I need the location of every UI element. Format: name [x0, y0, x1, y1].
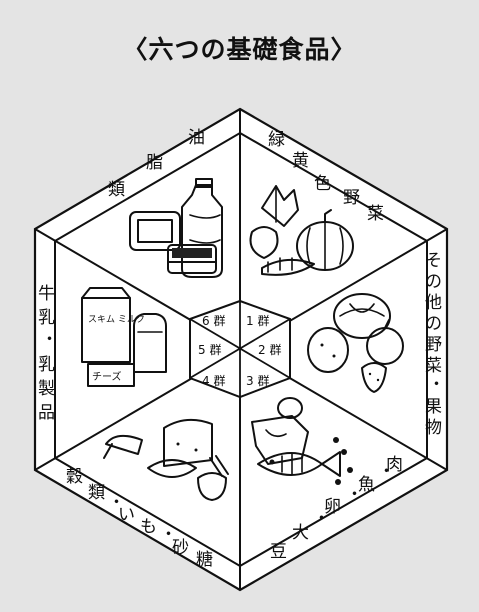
- label-fats-char: 油: [188, 128, 205, 148]
- label-protein: 豆 大 ・ 卵 ・ 魚 ・ 肉: [270, 455, 403, 562]
- group-5-label: 5 群: [198, 343, 221, 357]
- label-grains-char: 糖: [196, 550, 213, 570]
- egg-illustration: [277, 397, 303, 419]
- label-ovf-char: の: [425, 272, 442, 292]
- label-grains-char: ・: [108, 493, 125, 513]
- group-6-label: 6 群: [202, 314, 225, 328]
- label-fats-char: 類: [108, 180, 125, 200]
- fish-illustration: [257, 451, 341, 477]
- label-ovf-char: 物: [425, 418, 442, 438]
- label-dairy-char: ・: [41, 330, 58, 350]
- label-dairy-char: 乳: [38, 355, 55, 375]
- bread-slice-illustration: [163, 418, 213, 467]
- tin-can-illustration: [167, 244, 217, 274]
- label-protein-char: 豆: [270, 542, 287, 562]
- label-dairy-char: 乳: [38, 308, 55, 328]
- carrot-illustration: [261, 257, 315, 276]
- label-grains-char: ・: [160, 525, 177, 545]
- label-fats-char: 脂: [146, 153, 163, 173]
- label-protein-char: 肉: [386, 455, 403, 475]
- label-ovf-char: 野: [425, 335, 442, 355]
- group-1-label: 1 群: [246, 314, 269, 328]
- label-grains-char: 砂: [172, 538, 189, 558]
- label-ovf-char: の: [425, 314, 442, 334]
- label-protein-char: ・: [313, 509, 330, 529]
- label-gyv-char: 黄: [292, 151, 309, 171]
- cheese-label: チーズ: [92, 370, 122, 383]
- strawberry-illustration: [361, 362, 387, 393]
- label-protein-char: ・: [346, 485, 363, 505]
- label-other-vegetables-fruit: そ の 他 の 野 菜 ・ 果 物: [425, 251, 445, 438]
- label-dairy: 牛 乳 ・ 乳 製 品: [38, 284, 58, 423]
- label-ovf-char: 他: [425, 293, 442, 313]
- label-gyv-char: 色: [314, 174, 331, 194]
- label-grains-char: い: [118, 505, 135, 525]
- spinach-illustration: [261, 185, 299, 227]
- apple-illustration: [366, 319, 404, 365]
- label-gyv-char: 緑: [268, 130, 285, 150]
- pumpkin-illustration: [296, 209, 354, 271]
- label-ovf-char: そ: [425, 251, 442, 271]
- group-2-label: 2 群: [258, 343, 281, 357]
- cheese-illustration: チーズ: [87, 363, 135, 387]
- milk-bottle-illustration: [133, 313, 167, 373]
- label-dairy-char: 牛: [38, 284, 55, 304]
- label-ovf-char: 果: [425, 397, 442, 417]
- label-grains: 穀 類 ・ い も ・ 砂 糖: [66, 467, 213, 570]
- label-protein-char: 大: [292, 523, 309, 543]
- skim-milk-pack-illustration: スキム ミルク: [81, 287, 145, 363]
- noodle-illustration: [103, 434, 143, 459]
- center-dividers: [189, 301, 291, 397]
- label-gyv-char: 野: [343, 188, 360, 208]
- label-dairy-char: 品: [38, 403, 55, 423]
- label-protein-char: 卵: [324, 497, 341, 517]
- label-protein-char: 魚: [358, 475, 375, 495]
- bean-dots-illustration: [333, 437, 353, 485]
- label-green-yellow-vegetables: 緑 黄 色 野 菜: [268, 130, 384, 224]
- label-fats: 油 脂 類: [108, 128, 205, 200]
- label-grains-char: も: [140, 517, 157, 537]
- group-4-label: 4 群: [202, 374, 225, 388]
- page-title: 〈六つの基礎食品〉: [122, 35, 357, 64]
- cabbage-illustration: [333, 293, 391, 339]
- oil-bottle-illustration: [181, 178, 223, 278]
- group-3-label: 3 群: [246, 374, 269, 388]
- label-gyv-char: 菜: [367, 204, 384, 224]
- label-ovf-char: 菜: [425, 356, 442, 376]
- rice-bowl-illustration: [197, 455, 229, 501]
- milk-pack-label: スキム ミルク: [88, 314, 145, 325]
- label-ovf-char: ・: [428, 375, 445, 395]
- potato-illustration: [307, 327, 349, 373]
- butter-dish-illustration: [129, 211, 181, 251]
- label-dairy-char: 製: [38, 379, 55, 399]
- pepper-illustration: [249, 226, 279, 259]
- label-grains-char: 類: [88, 483, 105, 503]
- label-grains-char: 穀: [66, 467, 83, 487]
- label-protein-char: ・: [378, 462, 395, 482]
- sweet-potato-illustration: [147, 459, 197, 478]
